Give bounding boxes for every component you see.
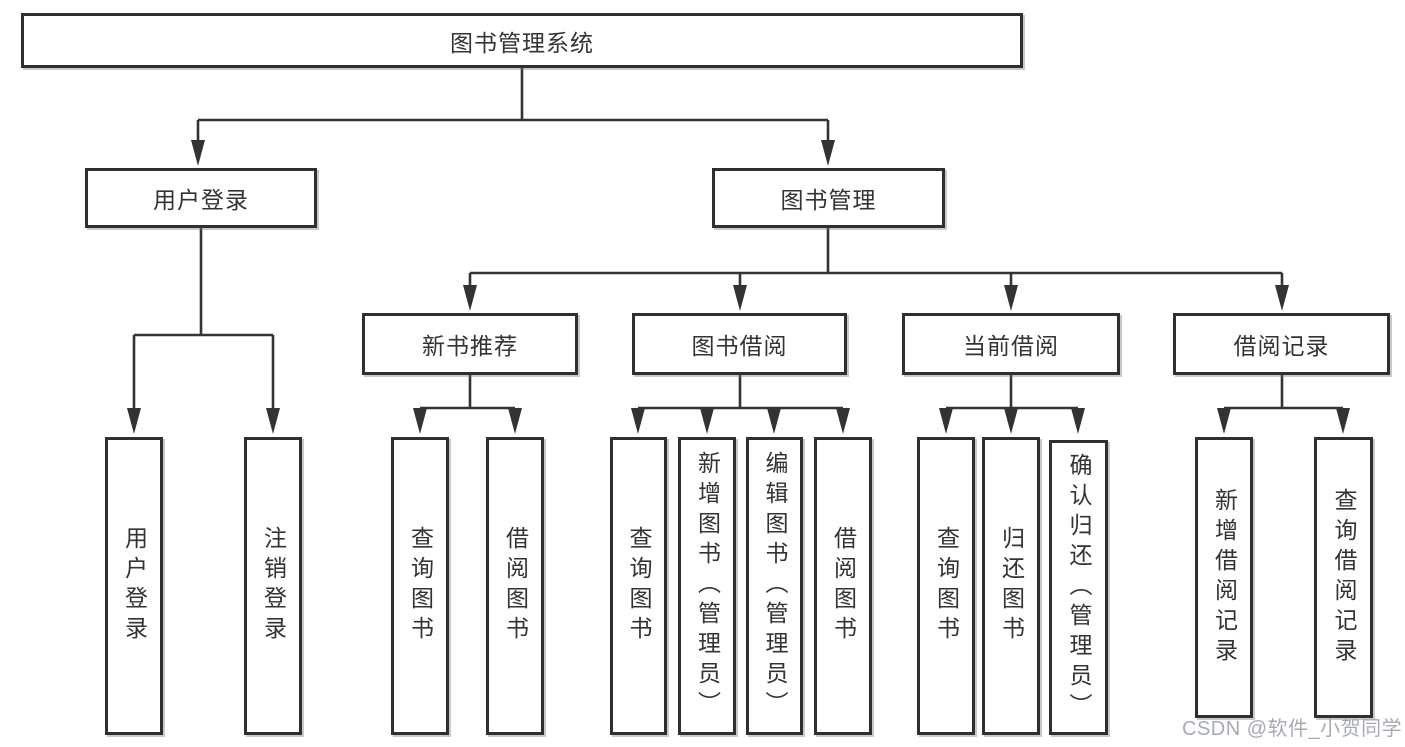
leaf-query-books-current: 查询图书 [917, 437, 975, 735]
node-new-book-recommend: 新书推荐 [362, 313, 578, 375]
leaf-user-login: 用户登录 [105, 437, 163, 735]
leaf-add-book-admin: 新增图书（管理员） [678, 437, 736, 735]
leaf-add-book-admin-label: 新增图书（管理员） [694, 451, 721, 721]
leaf-query-borrow-record: 查询借阅记录 [1314, 437, 1373, 718]
arrowhead-icon [821, 140, 835, 166]
node-root: 图书管理系统 [21, 13, 1023, 68]
node-book-borrowing: 图书借阅 [632, 313, 847, 375]
leaf-return-books: 归还图书 [982, 437, 1040, 735]
connector-current-borrowing-children [944, 375, 1080, 413]
node-book-borrowing-label: 图书借阅 [691, 333, 788, 359]
node-current-borrowing-label: 当前借阅 [963, 333, 1059, 359]
leaf-query-borrow-record-label: 查询借阅记录 [1331, 487, 1357, 668]
arrowhead-icon [836, 408, 850, 434]
arrowhead-icon [700, 408, 714, 434]
connector-borrowing-records-children [1222, 375, 1345, 413]
arrowhead-icon [1004, 408, 1018, 434]
leaf-add-borrow-record: 新增借阅记录 [1195, 437, 1253, 718]
node-current-borrowing: 当前借阅 [902, 313, 1120, 375]
arrowhead-icon [767, 408, 781, 434]
leaf-query-books-borrowing-label: 查询图书 [626, 526, 652, 646]
leaf-edit-book-admin-label: 编辑图书（管理员） [762, 451, 788, 721]
leaf-confirm-return-admin: 确认归还（管理员） [1049, 440, 1108, 735]
arrowhead-icon [266, 408, 280, 434]
arrowhead-icon [733, 285, 747, 311]
leaf-logout: 注销登录 [244, 437, 302, 735]
connector-user-login-children [132, 228, 275, 413]
arrowhead-icon [508, 408, 522, 434]
node-book-management-label: 图书管理 [780, 187, 877, 213]
arrowhead-icon [631, 408, 645, 434]
leaf-borrow-books-recommend-label: 借阅图书 [502, 526, 529, 646]
leaf-query-books-recommend: 查询图书 [391, 437, 449, 735]
arrowhead-icon [1071, 408, 1085, 434]
leaf-edit-book-admin: 编辑图书（管理员） [746, 437, 803, 735]
watermark-text: CSDN @软件_小贺同学 [1182, 718, 1403, 740]
connector-book-borrowing-children [636, 375, 845, 413]
leaf-query-books-borrowing: 查询图书 [610, 437, 667, 735]
node-new-book-recommend-label: 新书推荐 [422, 333, 518, 359]
arrowhead-icon [413, 408, 427, 434]
arrowhead-icon [463, 285, 477, 311]
arrowhead-icon [1217, 408, 1231, 434]
node-user-login: 用户登录 [85, 168, 317, 228]
leaf-query-books-current-label: 查询图书 [933, 526, 960, 646]
leaf-user-login-label: 用户登录 [121, 526, 148, 646]
leaf-borrow-books-borrowing: 借阅图书 [814, 437, 872, 735]
leaf-return-books-label: 归还图书 [998, 526, 1025, 646]
connector-book-management-children [468, 228, 1284, 291]
node-borrowing-records-label: 借阅记录 [1233, 333, 1330, 359]
connector-root-to-level2 [196, 68, 830, 146]
arrowhead-icon [191, 140, 205, 166]
leaf-borrow-books-recommend: 借阅图书 [486, 437, 544, 735]
leaf-query-books-recommend-label: 查询图书 [407, 526, 434, 646]
arrowhead-icon [939, 408, 953, 434]
arrowhead-icon [1336, 408, 1350, 434]
arrowhead-icon [1004, 285, 1018, 311]
node-root-label: 图书管理系统 [450, 29, 594, 56]
node-book-management: 图书管理 [712, 168, 945, 228]
leaf-confirm-return-admin-label: 确认归还（管理员） [1066, 452, 1092, 723]
node-user-login-label: 用户登录 [153, 187, 249, 213]
leaf-logout-label: 注销登录 [260, 526, 287, 646]
arrowhead-icon [1275, 285, 1289, 311]
leaf-add-borrow-record-label: 新增借阅记录 [1211, 487, 1238, 668]
leaf-borrow-books-borrowing-label: 借阅图书 [830, 526, 857, 646]
connector-new-book-recommend-children [418, 375, 517, 413]
node-borrowing-records: 借阅记录 [1173, 313, 1390, 375]
arrowhead-icon [127, 408, 141, 434]
